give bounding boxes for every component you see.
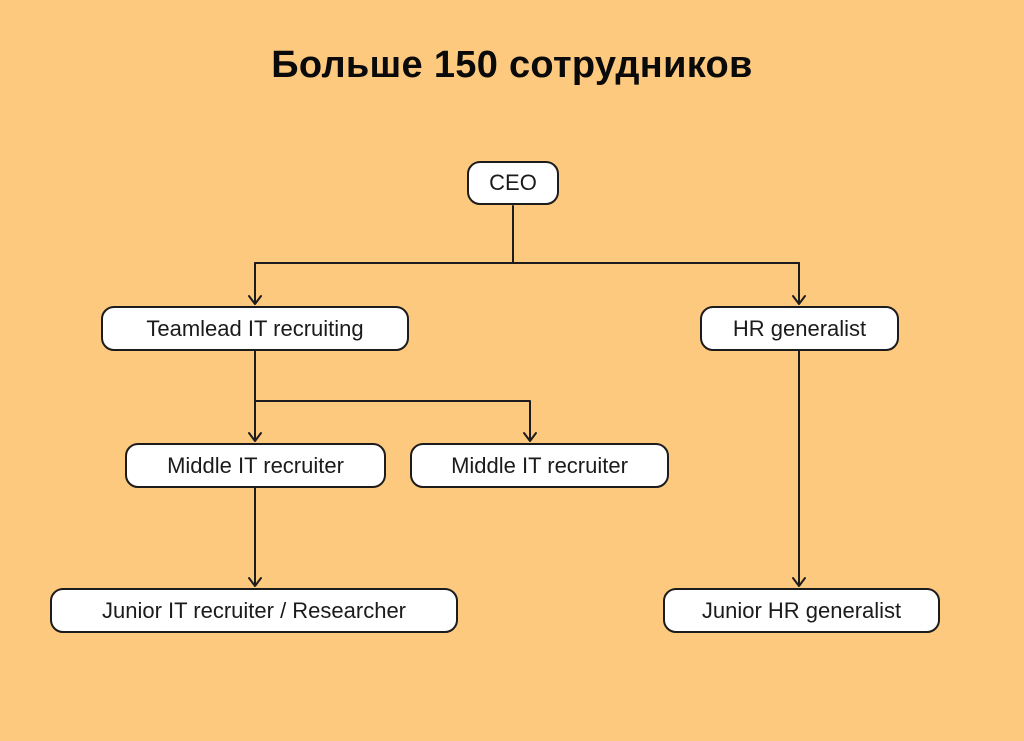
node-middle-it-recruiter-1: Middle IT recruiter bbox=[125, 443, 386, 488]
node-teamlead-it-recruiting: Teamlead IT recruiting bbox=[101, 306, 409, 351]
node-middle-it-recruiter-2: Middle IT recruiter bbox=[410, 443, 669, 488]
node-junior-it-recruiter-researcher: Junior IT recruiter / Researcher bbox=[50, 588, 458, 633]
connector-hr-to-junior-hr bbox=[792, 350, 806, 587]
arrowhead-junior-it-recruiter bbox=[248, 577, 262, 587]
node-junior-hr-generalist: Junior HR generalist bbox=[663, 588, 940, 633]
page-title: Больше 150 сотрудников bbox=[271, 44, 753, 86]
arrowhead-middle-it-recruiter-1 bbox=[248, 432, 262, 442]
node-hr-generalist: HR generalist bbox=[700, 306, 899, 351]
connector-middle1-to-junior-it bbox=[248, 487, 262, 587]
arrowhead-junior-hr-generalist bbox=[792, 577, 806, 587]
connector-ceo-to-children bbox=[248, 205, 806, 305]
connector-teamlead-to-children bbox=[248, 350, 537, 442]
arrowhead-middle-it-recruiter-2 bbox=[523, 432, 537, 442]
arrowhead-teamlead bbox=[248, 295, 262, 305]
node-ceo: CEO bbox=[467, 161, 559, 205]
arrowhead-hr-generalist bbox=[792, 295, 806, 305]
